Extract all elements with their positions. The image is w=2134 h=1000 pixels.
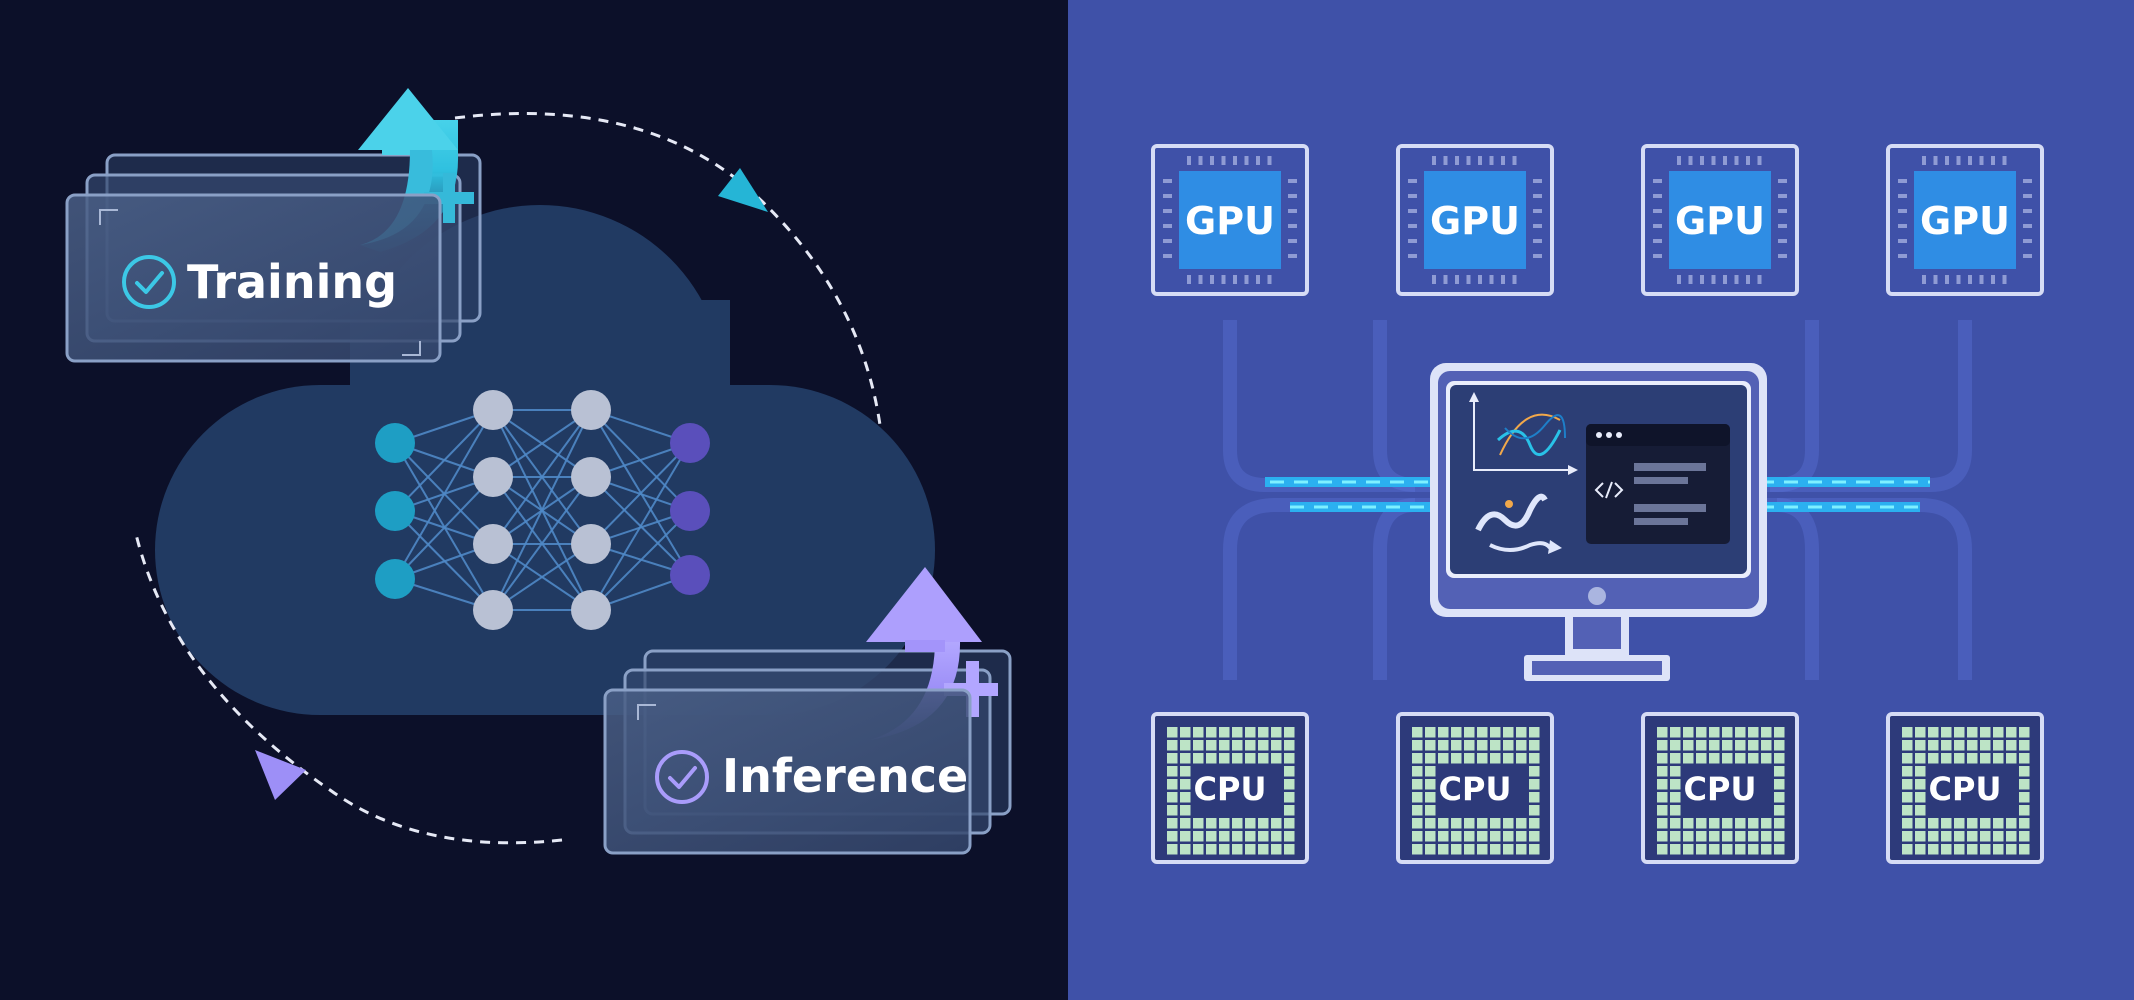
gpu-chip-label: GPU <box>1920 199 2010 243</box>
network-node-layer-3 <box>571 524 611 564</box>
training-label: Training <box>187 255 397 309</box>
network-node-layer-1 <box>375 491 415 531</box>
gpu-chip-label: GPU <box>1185 199 1275 243</box>
network-edge <box>590 442 691 611</box>
network-node-layer-2 <box>473 524 513 564</box>
right-panel: GPU GPU GPU GPU CPU CPU CPU CPU <box>1068 0 2134 1000</box>
network-node-layer-1 <box>375 559 415 599</box>
cycle-arrowhead-bottom-icon <box>255 750 306 800</box>
gpu-chip-icon: GPU <box>1396 144 1554 296</box>
training-card-stack: Training <box>65 88 482 363</box>
inference-growth-arrow-icon <box>870 640 961 740</box>
cycle-arrow-bottom <box>133 529 563 845</box>
network-node-layer-3 <box>571 590 611 630</box>
network-node-layer-3 <box>571 457 611 497</box>
monitor <box>1430 363 1767 681</box>
network-edge <box>394 409 494 580</box>
network-node-layer-3 <box>571 390 611 430</box>
inference-card-stack: Inference <box>603 567 1012 855</box>
network-edge <box>394 409 494 512</box>
network-node-layer-2 <box>473 590 513 630</box>
monitor-power-button-icon <box>1588 587 1606 605</box>
cpu-chip-label: CPU <box>1194 770 1267 808</box>
training-check-circle-icon <box>122 255 176 309</box>
network-edge <box>590 442 691 545</box>
protein-ribbon-icon <box>1475 493 1562 554</box>
neural-network-diagram <box>375 390 710 630</box>
network-node-layer-2 <box>473 390 513 430</box>
gpu-chip-icon: GPU <box>1886 144 2044 296</box>
chart-thumbnail-icon <box>1469 392 1578 475</box>
cycle-arrowhead-top-icon <box>718 168 768 212</box>
gpu-chip-label: GPU <box>1430 199 1520 243</box>
connection-cables <box>1223 320 1972 680</box>
gpu-chip-icon: GPU <box>1151 144 1309 296</box>
gpu-chip-label: GPU <box>1675 199 1765 243</box>
code-brackets-icon <box>1594 481 1624 499</box>
network-edge <box>394 476 494 580</box>
network-edge <box>590 510 691 611</box>
network-node-layer-1 <box>375 423 415 463</box>
code-window <box>1586 424 1730 544</box>
cpu-chip-label: CPU <box>1684 770 1757 808</box>
network-edge <box>492 409 592 545</box>
network-node-layer-4 <box>670 555 710 595</box>
network-node-layer-4 <box>670 491 710 531</box>
network-edge <box>492 409 592 611</box>
cpu-chip-label: CPU <box>1929 770 2002 808</box>
inference-label: Inference <box>722 749 968 803</box>
cpu-chip-icon: CPU <box>1396 712 1554 864</box>
network-node-layer-2 <box>473 457 513 497</box>
cpu-chip-icon: CPU <box>1151 712 1309 864</box>
cpu-chip-icon: CPU <box>1641 712 1799 864</box>
cpu-row: CPU CPU CPU CPU <box>1151 712 2044 864</box>
left-panel: Training Inference <box>0 0 1070 1000</box>
gpu-chip-icon: GPU <box>1641 144 1799 296</box>
network-edge <box>492 476 592 611</box>
gpu-row: GPU GPU GPU GPU <box>1151 144 2044 296</box>
network-node-layer-4 <box>670 423 710 463</box>
cpu-chip-icon: CPU <box>1886 712 2044 864</box>
inference-check-circle-icon <box>655 750 709 804</box>
cpu-chip-label: CPU <box>1439 770 1512 808</box>
